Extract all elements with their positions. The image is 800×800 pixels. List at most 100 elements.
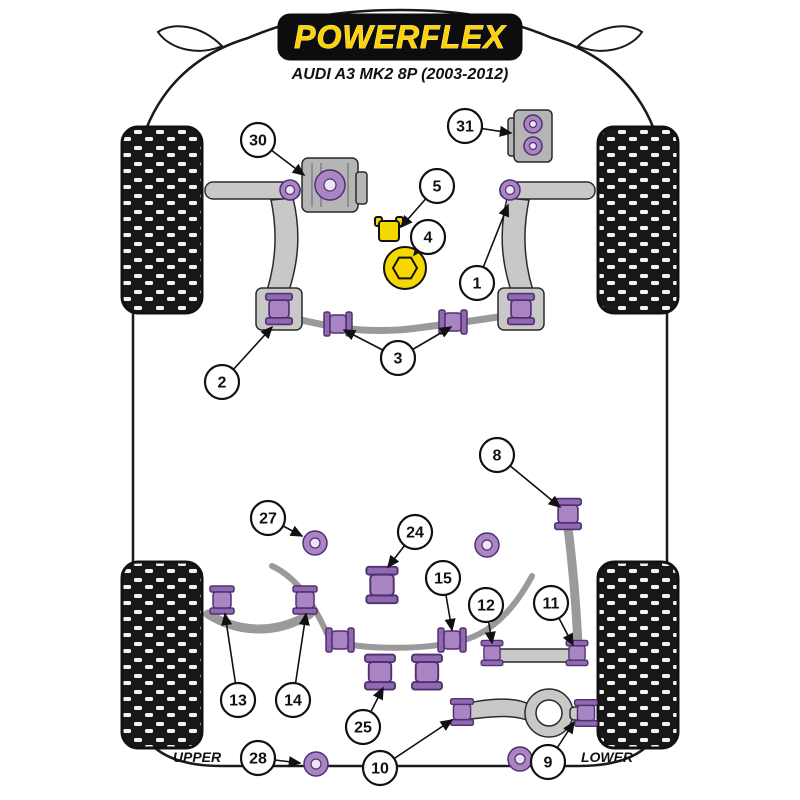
rear-bushing-part12 xyxy=(480,639,504,667)
callout-27-circle[interactable] xyxy=(249,499,287,537)
callout-12[interactable]: 12 xyxy=(467,586,505,624)
front-right-link-bushing xyxy=(499,179,521,201)
mount-bracket-part31 xyxy=(507,109,553,163)
callout-15-circle[interactable] xyxy=(424,559,462,597)
rear-bushing-part10 xyxy=(449,697,475,727)
wheel-front-left xyxy=(120,125,204,315)
left-mirror-shape xyxy=(156,25,224,52)
callout-11[interactable]: 11 xyxy=(532,584,570,622)
rear-bushing-part11 xyxy=(565,639,589,667)
callout-10-circle[interactable] xyxy=(361,749,399,787)
callout-3-circle[interactable] xyxy=(379,339,417,377)
front-left-corner-bushing xyxy=(264,292,294,326)
callout-8-circle[interactable] xyxy=(478,436,516,474)
grommet-upper-right xyxy=(474,532,500,558)
callout-5-circle[interactable] xyxy=(418,167,456,205)
callout-10[interactable]: 10 xyxy=(361,749,399,787)
callout-13-circle[interactable] xyxy=(219,681,257,719)
callout-2[interactable]: 2 xyxy=(203,363,241,401)
callout-1-circle[interactable] xyxy=(458,264,496,302)
callout-13-number: 13 xyxy=(229,693,247,710)
callout-9-circle[interactable] xyxy=(529,743,567,781)
callout-4-circle[interactable] xyxy=(409,218,447,256)
label-upper: UPPER xyxy=(173,749,222,765)
callout-4-number: 4 xyxy=(424,230,433,247)
callout-13[interactable]: 13 xyxy=(219,681,257,719)
rear-bushing-part13 xyxy=(209,585,235,615)
grommet-part27 xyxy=(302,530,328,556)
rear-arb-bushing-left xyxy=(325,627,355,653)
callout-12-number: 12 xyxy=(477,598,495,615)
callout-5[interactable]: 5 xyxy=(418,167,456,205)
right-mirror-shape xyxy=(576,25,644,52)
callout-15[interactable]: 15 xyxy=(424,559,462,597)
rear-bushing-part14 xyxy=(292,585,318,615)
callout-2-circle[interactable] xyxy=(203,363,241,401)
callout-12-circle[interactable] xyxy=(467,586,505,624)
callout-1[interactable]: 1 xyxy=(458,264,496,302)
callout-31[interactable]: 31 xyxy=(446,107,484,145)
callout-28[interactable]: 28 xyxy=(239,739,277,777)
wheel-rear-left xyxy=(120,560,204,750)
callout-25-number: 25 xyxy=(354,720,372,737)
callout-14-number: 14 xyxy=(284,693,302,710)
callout-4[interactable]: 4 xyxy=(409,218,447,256)
callout-9-number: 9 xyxy=(544,755,553,772)
front-anti-roll-bar xyxy=(266,308,534,335)
callout-28-circle[interactable] xyxy=(239,739,277,777)
rear-bushing-part25-left xyxy=(364,653,396,691)
callout-8-number: 8 xyxy=(493,448,502,465)
callout-31-circle[interactable] xyxy=(446,107,484,145)
callout-30-number: 30 xyxy=(249,133,267,150)
wheel-front-right xyxy=(596,125,680,315)
callout-27[interactable]: 27 xyxy=(249,499,287,537)
callout-30[interactable]: 30 xyxy=(239,121,277,159)
page-title: AUDI A3 MK2 8P (2003-2012) xyxy=(291,66,509,83)
callout-27-number: 27 xyxy=(259,511,277,528)
callout-2-number: 2 xyxy=(218,375,227,392)
front-left-link-bushing xyxy=(279,179,301,201)
callout-11-number: 11 xyxy=(543,596,560,613)
rear-bushing-part25-right xyxy=(411,653,443,691)
rear-drop-link-part8 xyxy=(563,522,583,650)
rear-bushing-part9 xyxy=(573,698,599,728)
callout-10-number: 10 xyxy=(371,761,389,778)
bush-part4 xyxy=(383,246,427,290)
front-right-corner-bushing xyxy=(506,292,536,326)
callout-28-number: 28 xyxy=(249,751,267,768)
rear-lower-control-arm xyxy=(459,688,589,738)
grommet-part28 xyxy=(303,751,329,777)
callout-3-number: 3 xyxy=(394,351,403,368)
logo-badge xyxy=(277,13,523,61)
callout-25[interactable]: 25 xyxy=(344,708,382,746)
callout-31-number: 31 xyxy=(456,119,474,136)
rear-bushing-part24 xyxy=(365,565,399,605)
callout-30-circle[interactable] xyxy=(239,121,277,159)
callout-24-number: 24 xyxy=(406,525,424,542)
rear-suspension xyxy=(203,497,599,777)
callout-25-circle[interactable] xyxy=(344,708,382,746)
grommet-lower-right xyxy=(507,746,533,772)
label-lower: LOWER xyxy=(581,749,634,765)
engine-mount-part30 xyxy=(301,157,368,213)
callout-9[interactable]: 9 xyxy=(529,743,567,781)
callout-15-number: 15 xyxy=(434,571,452,588)
rear-arb-bushing-right xyxy=(437,627,467,653)
callout-5-number: 5 xyxy=(433,179,442,196)
front-arb-bushing-right xyxy=(438,309,468,335)
callout-11-circle[interactable] xyxy=(532,584,570,622)
logo-text: POWERFLEX xyxy=(294,19,506,55)
front-suspension xyxy=(204,109,596,337)
callout-8[interactable]: 8 xyxy=(478,436,516,474)
rear-bushing-part8 xyxy=(553,497,583,531)
callout-24[interactable]: 24 xyxy=(396,513,434,551)
clamp-part5 xyxy=(374,216,404,242)
wheel-rear-right xyxy=(596,560,680,750)
callout-3[interactable]: 3 xyxy=(379,339,417,377)
callout-24-circle[interactable] xyxy=(396,513,434,551)
callout-14[interactable]: 14 xyxy=(274,681,312,719)
callout-14-circle[interactable] xyxy=(274,681,312,719)
